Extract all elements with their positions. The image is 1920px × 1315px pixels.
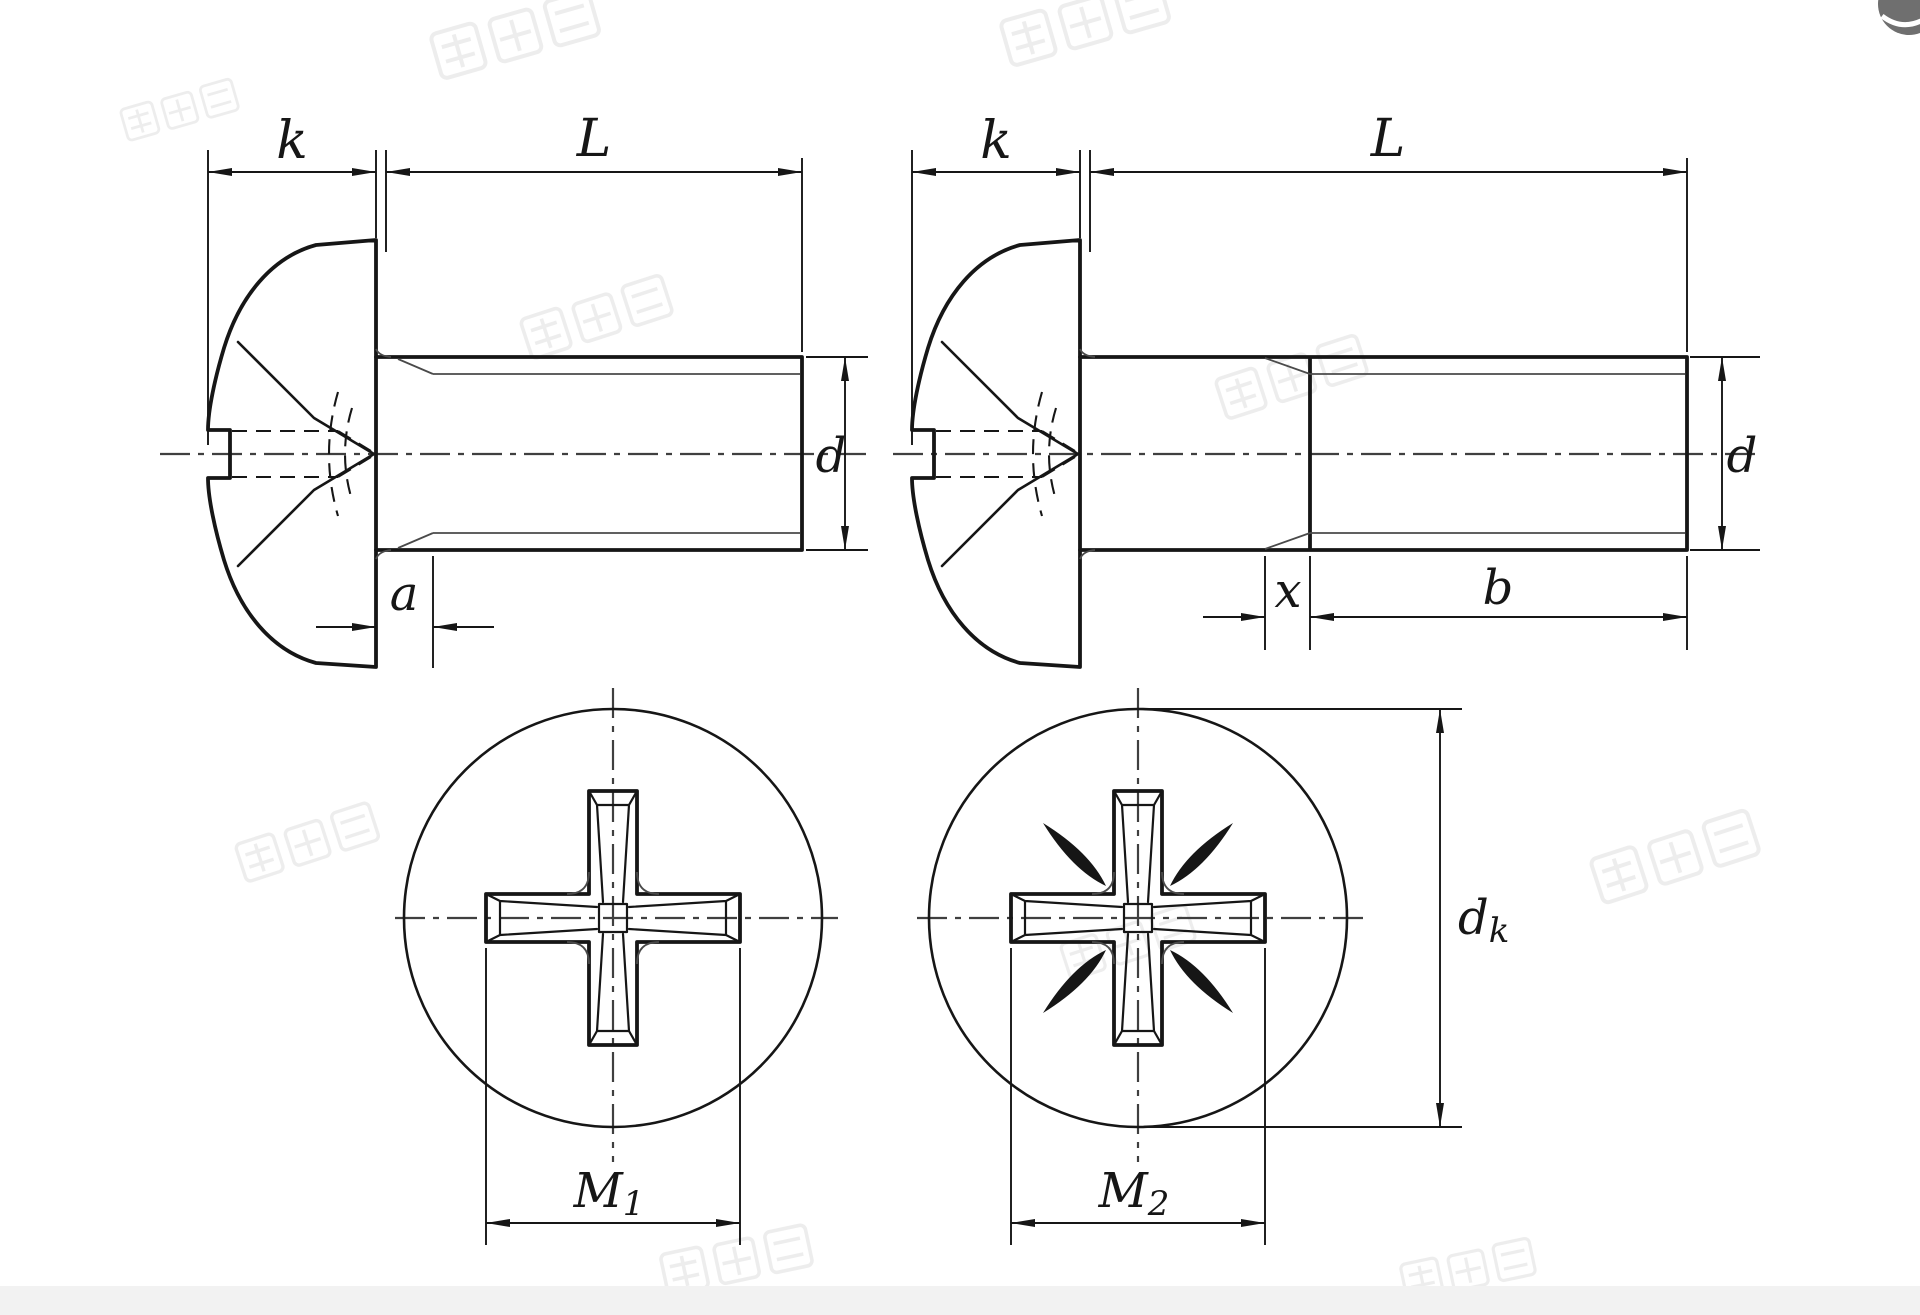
left-recess-top-view [395,688,838,1162]
watermark-mark [518,272,675,362]
right-head-outline [910,238,1082,669]
dim-d-left-extension-lines [806,356,868,551]
dim-M2-extension-lines [1010,948,1266,1245]
dim-k-left-extension-lines [207,150,387,445]
dim-M2: M2 [1010,948,1266,1245]
label-d-left: d [816,428,847,484]
watermark-mark [428,0,603,82]
label-dk: dk [1458,890,1509,951]
label-k-left: k [276,111,308,171]
dim-x: x [1203,556,1311,650]
phillips-corner-fillets [566,871,660,965]
watermark-mark [118,76,241,143]
left-recess-profile-hidden [232,391,372,517]
left-thread-root-lines [397,358,800,549]
label-x: x [1274,563,1301,619]
right-thread-root-lines [1264,357,1685,550]
bottom-band [0,1286,1920,1315]
dim-dk-extension-lines [1146,708,1462,1128]
right-screw-side-view [893,238,1758,669]
pozidriv-center-square [1122,902,1154,934]
pozidriv-wing-marks [1043,823,1233,1013]
pozidriv-corner-fillets [1091,871,1185,965]
watermark [118,0,1763,1303]
watermark-mark [1213,332,1370,422]
dim-dk: dk [1146,708,1509,1128]
left-head-circle [402,707,824,1129]
dim-k-right: k [911,111,1091,445]
left-neck-fillets [375,348,392,560]
right-recess-top-view [917,688,1368,1162]
dim-L-left: L [386,109,803,352]
left-screw-side-view [160,238,868,669]
pozidriv-cross-details [1009,789,1267,1047]
dim-L-right: L [1090,109,1688,352]
label-L-right: L [1370,109,1406,169]
dim-M1: M1 [485,948,741,1245]
right-recess-profile-hidden [936,391,1076,517]
dim-a: a [316,556,494,668]
logo-swoosh [1880,13,1920,28]
label-L-left: L [576,109,612,169]
phillips-center-square [597,902,629,934]
label-M1: M1 [573,1163,645,1224]
site-logo-icon [1878,0,1920,35]
dim-M1-extension-lines [485,948,741,1245]
dim-d-left: d [806,356,868,551]
label-M2: M2 [1098,1163,1170,1224]
watermark-mark [1588,807,1763,906]
label-a: a [390,566,419,622]
dim-d-right: d [1690,356,1760,551]
dim-x-extension-lines [1264,556,1311,650]
label-b: b [1483,560,1514,616]
dim-k-left: k [207,111,387,445]
dim-b: b [1310,556,1688,650]
phillips-cross-details [484,789,742,1047]
watermark-mark [233,800,382,884]
left-head-outline [206,238,378,669]
dim-k-right-extension-lines [911,150,1091,445]
label-d-right: d [1727,428,1758,484]
right-shank-outline [1078,355,1689,552]
left-shank-outline [374,355,804,552]
watermark-mark [658,1222,815,1298]
left-circle-centerlines [395,688,838,1162]
label-k-right: k [980,111,1012,171]
watermark-mark [998,0,1173,69]
right-head-circle [927,707,1349,1129]
right-circle-centerlines [917,688,1368,1162]
right-neck-fillets [1079,348,1096,560]
